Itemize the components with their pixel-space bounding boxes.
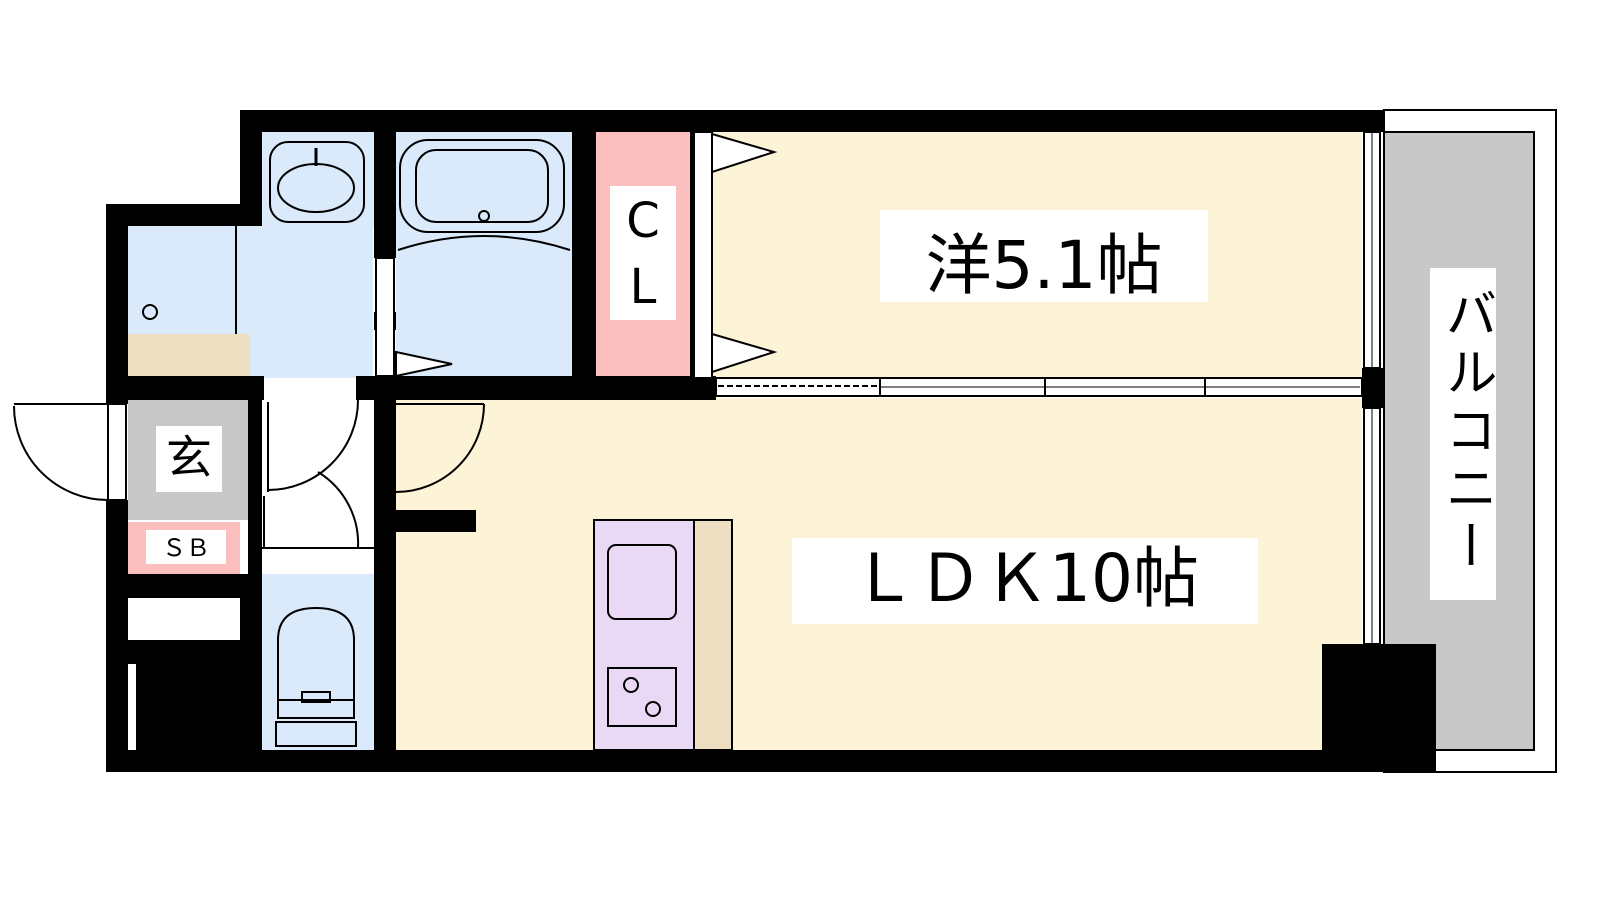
- western-room-label: 洋5.1帖: [926, 227, 1163, 304]
- kitchen-unit: [593, 519, 695, 751]
- closet-door: [693, 131, 778, 379]
- hallway-floor: [262, 380, 374, 574]
- entrance-label: 玄: [166, 431, 212, 485]
- washer-shelf: [128, 334, 250, 376]
- burner-icon: [623, 677, 639, 693]
- toilet-icon: [277, 606, 355, 701]
- kitchen-counter: [693, 519, 733, 751]
- ldk-label: ＬＤＫ10帖: [851, 540, 1199, 617]
- closet-label: C: [626, 193, 660, 249]
- bathtub-icon: [399, 139, 565, 233]
- bathroom-door: [375, 257, 453, 378]
- ldk-door: [395, 403, 485, 493]
- drain-icon: [142, 304, 158, 320]
- burner-icon: [645, 701, 661, 717]
- washbasin-icon: [269, 141, 365, 223]
- shoe-box-label: ＳＢ: [162, 534, 210, 562]
- closet-label: L: [630, 259, 657, 315]
- walls: [106, 110, 1436, 772]
- stove-icon: [607, 667, 677, 727]
- sink-icon: [607, 544, 677, 620]
- hallway-door: [262, 399, 374, 549]
- bathroom-floor: [396, 132, 572, 378]
- balcony-label: バルコニー: [1436, 287, 1496, 577]
- entrance-door: [13, 403, 127, 501]
- toilet-floor: [262, 574, 374, 750]
